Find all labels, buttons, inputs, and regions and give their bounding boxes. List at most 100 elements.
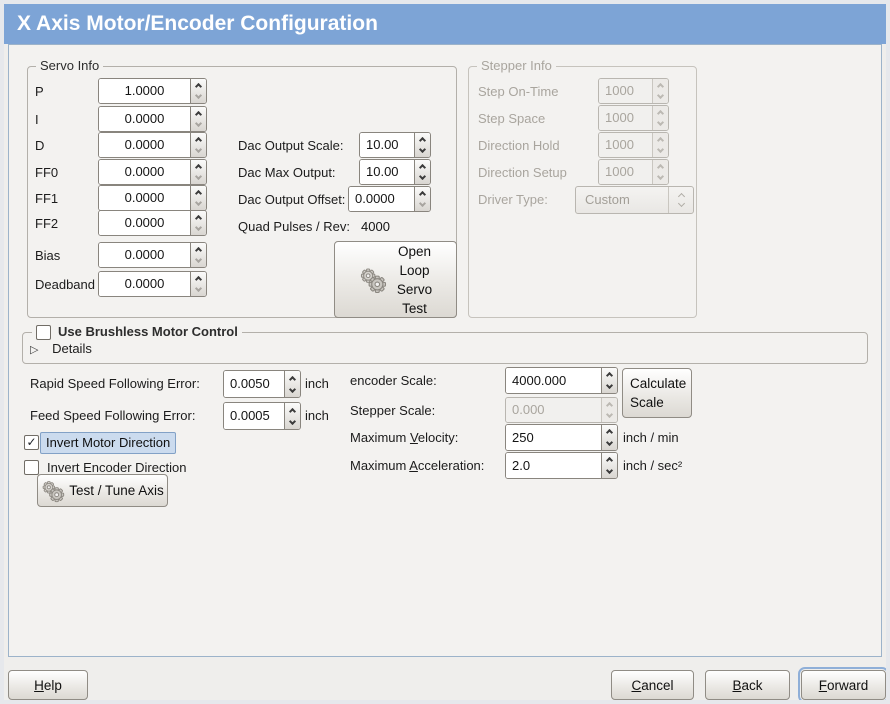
spin-up-down-icons[interactable] [414, 133, 430, 157]
encoder-scale-input[interactable]: 4000.000 [506, 368, 601, 393]
step-on-time-label: Step On-Time [478, 84, 559, 99]
expander-triangle-icon[interactable]: ▷ [30, 344, 39, 356]
feed-following-error-spinbox[interactable]: 0.0005 [223, 402, 301, 430]
test-tune-axis-button[interactable]: Test / Tune Axis [37, 474, 168, 507]
spin-up-down-icons[interactable] [190, 79, 206, 103]
content-panel: Servo Info P I D FF0 FF1 FF2 Bias Deadba… [8, 44, 882, 657]
max-acceleration-input[interactable]: 2.0 [506, 453, 601, 478]
stepper-scale-label: Stepper Scale: [350, 403, 436, 418]
spin-up-down-icons[interactable] [601, 425, 617, 450]
spin-up-down-icons[interactable] [284, 371, 300, 397]
open-loop-line: Servo [396, 281, 433, 297]
i-input[interactable]: 0.0000 [99, 107, 190, 131]
open-loop-line: Loop [399, 262, 430, 278]
spin-up-down-icons[interactable] [414, 160, 430, 184]
rapid-following-error-input[interactable]: 0.0050 [224, 371, 284, 397]
details-label: Details [52, 341, 92, 356]
max-velocity-input[interactable]: 250 [506, 425, 601, 450]
ff0-spinbox[interactable]: 0.0000 [98, 159, 207, 185]
dac-output-scale-spinbox[interactable]: 10.00 [359, 132, 431, 158]
deadband-input[interactable]: 0.0000 [99, 272, 190, 296]
ff2-spinbox[interactable]: 0.0000 [98, 210, 207, 236]
combo-up-down-icons [668, 187, 693, 213]
use-brushless-checkbox[interactable]: ✓ [36, 324, 51, 340]
forward-button[interactable]: Forward [798, 667, 886, 700]
dac-output-scale-label: Dac Output Scale: [238, 138, 344, 153]
bias-input[interactable]: 0.0000 [99, 243, 190, 267]
spin-up-down-icons[interactable] [190, 160, 206, 184]
spin-up-down-icons[interactable] [190, 243, 206, 267]
spin-up-down-icons [652, 160, 668, 184]
encoder-scale-spinbox[interactable]: 4000.000 [505, 367, 618, 394]
open-loop-line: Test [402, 300, 427, 316]
quad-pulses-value: 4000 [361, 219, 390, 234]
rapid-following-error-spinbox[interactable]: 0.0050 [223, 370, 301, 398]
spin-up-down-icons[interactable] [190, 211, 206, 235]
p-spinbox[interactable]: 1.0000 [98, 78, 207, 104]
dac-output-offset-spinbox[interactable]: 0.0000 [348, 186, 431, 212]
details-expander[interactable]: ▷ Details [30, 341, 92, 356]
d-input[interactable]: 0.0000 [99, 133, 190, 157]
deadband-spinbox[interactable]: 0.0000 [98, 271, 207, 297]
open-loop-line: Open [397, 243, 432, 259]
max-velocity-spinbox[interactable]: 250 [505, 424, 618, 451]
dac-max-output-spinbox[interactable]: 10.00 [359, 159, 431, 185]
i-label: I [35, 112, 39, 127]
direction-hold-label: Direction Hold [478, 138, 560, 153]
dac-max-output-label: Dac Max Output: [238, 165, 336, 180]
ff2-label: FF2 [35, 216, 59, 231]
open-loop-servo-test-button[interactable]: Open Loop Servo Test [334, 241, 457, 318]
step-space-spinbox: 1000 [598, 105, 669, 131]
rapid-following-error-label: Rapid Speed Following Error: [30, 376, 200, 391]
max-acceleration-label: Maximum Acceleration: [350, 458, 485, 473]
calculate-scale-button[interactable]: Calculate Scale [622, 368, 692, 418]
invert-motor-checkbox[interactable]: ✓ [24, 435, 39, 450]
invert-motor-label[interactable]: Invert Motor Direction [40, 432, 177, 454]
direction-setup-spinbox: 1000 [598, 159, 669, 185]
stepper-scale-spinbox: 0.000 [505, 397, 618, 423]
ff1-input[interactable]: 0.0000 [99, 186, 190, 210]
max-acceleration-unit: inch / sec² [623, 458, 683, 473]
spin-up-down-icons[interactable] [414, 187, 430, 211]
ff1-spinbox[interactable]: 0.0000 [98, 185, 207, 211]
brushless-legend: ✓ Use Brushless Motor Control [32, 324, 242, 340]
d-spinbox[interactable]: 0.0000 [98, 132, 207, 158]
d-label: D [35, 138, 45, 153]
test-tune-axis-label: Test / Tune Axis [69, 483, 164, 498]
invert-encoder-label[interactable]: Invert Encoder Direction [47, 460, 187, 475]
ff0-input[interactable]: 0.0000 [99, 160, 190, 184]
max-acceleration-spinbox[interactable]: 2.0 [505, 452, 618, 479]
max-velocity-label: Maximum Velocity: [350, 430, 459, 445]
driver-type-value: Custom [585, 192, 630, 207]
check-icon: ✓ [26, 435, 37, 449]
dac-output-scale-input[interactable]: 10.00 [360, 133, 414, 157]
direction-hold-spinbox: 1000 [598, 132, 669, 158]
ff2-input[interactable]: 0.0000 [99, 211, 190, 235]
spin-up-down-icons[interactable] [190, 133, 206, 157]
back-button[interactable]: Back [705, 670, 790, 700]
driver-type-select: Custom [575, 186, 694, 214]
dac-output-offset-label: Dac Output Offset: [238, 192, 346, 207]
dac-max-output-input[interactable]: 10.00 [360, 160, 414, 184]
p-input[interactable]: 1.0000 [99, 79, 190, 103]
spin-up-down-icons [652, 79, 668, 103]
feed-following-error-input[interactable]: 0.0005 [224, 403, 284, 429]
spin-up-down-icons[interactable] [190, 107, 206, 131]
direction-setup-label: Direction Setup [478, 165, 567, 180]
stepper-scale-input: 0.000 [506, 398, 601, 422]
spin-up-down-icons[interactable] [601, 368, 617, 393]
spin-up-down-icons[interactable] [190, 186, 206, 210]
spin-up-down-icons[interactable] [190, 272, 206, 296]
feed-following-error-unit: inch [305, 408, 329, 423]
use-brushless-label: Use Brushless Motor Control [58, 324, 238, 339]
spin-up-down-icons[interactable] [284, 403, 300, 429]
help-button[interactable]: Help [8, 670, 88, 700]
bias-spinbox[interactable]: 0.0000 [98, 242, 207, 268]
dac-output-offset-input[interactable]: 0.0000 [349, 187, 414, 211]
cancel-button[interactable]: Cancel [611, 670, 694, 700]
i-spinbox[interactable]: 0.0000 [98, 106, 207, 132]
gears-icon [42, 480, 65, 502]
spin-up-down-icons[interactable] [601, 453, 617, 478]
invert-encoder-checkbox[interactable]: ✓ [24, 460, 39, 475]
